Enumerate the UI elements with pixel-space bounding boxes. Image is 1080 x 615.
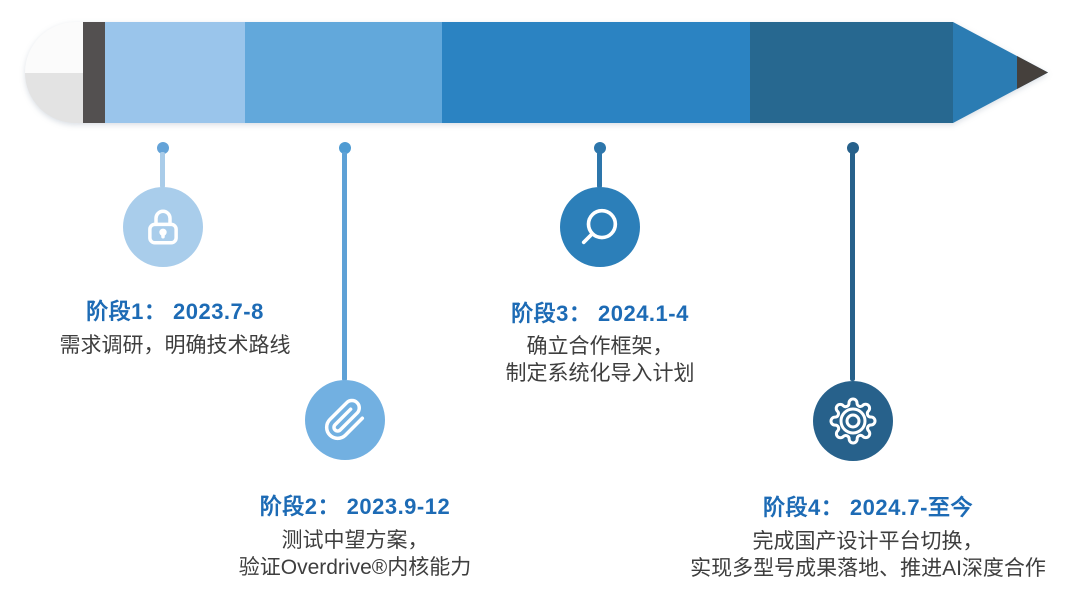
stage-2-description: 测试中望方案， 验证Overdrive®内核能力 xyxy=(190,527,520,581)
stage-3-description: 确立合作框架， 制定系统化导入计划 xyxy=(435,333,765,387)
stage-3-title: 阶段3： 2024.1-4 xyxy=(511,301,689,326)
stage-1-connector-dot xyxy=(157,142,169,154)
stage-3-desc-line-1: 确立合作框架， xyxy=(526,335,674,358)
paperclip-icon xyxy=(324,398,365,441)
stage-4-desc-line-1: 完成国产设计平台切换， xyxy=(752,530,984,553)
stage-1-icon-badge xyxy=(123,187,203,267)
stage-4-connector-dot xyxy=(847,142,859,154)
pencil-segment-3 xyxy=(442,22,750,123)
stage-2-desc-line-2: 验证Overdrive®内核能力 xyxy=(238,556,472,579)
pencil-eraser xyxy=(25,22,83,123)
stage-4-icon-badge xyxy=(813,381,893,461)
pencil-ferrule xyxy=(83,22,105,123)
stage-2-connector-dot xyxy=(339,142,351,154)
stage-3-connector-line xyxy=(597,152,602,188)
stage-4-connector-line xyxy=(850,152,855,381)
stage-2-connector-line xyxy=(342,152,347,381)
stage-3-icon-badge xyxy=(560,187,640,267)
pencil-graphite-point xyxy=(1017,56,1048,89)
gear-icon xyxy=(829,397,877,445)
magnifier-icon xyxy=(581,208,618,245)
pencil-segment-2 xyxy=(245,22,442,123)
lock-icon xyxy=(148,209,178,245)
pencil-graphic xyxy=(25,22,1048,123)
stage-4-desc-line-2: 实现多型号成果落地、推进AI深度合作 xyxy=(690,557,1046,580)
pencil-eraser-bottom xyxy=(25,72,83,123)
stage-1-description: 需求调研，明确技术路线 xyxy=(10,332,340,359)
stage-1-title: 阶段1： 2023.7-8 xyxy=(86,299,264,324)
stage-3-connector-dot xyxy=(594,142,606,154)
stage-1-connector-line xyxy=(160,152,165,188)
pencil-eraser-top xyxy=(25,22,83,73)
stage-2-icon-badge xyxy=(305,380,385,460)
stage-4-title: 阶段4： 2024.7-至今 xyxy=(763,495,973,520)
stage-2-desc-line-1: 测试中望方案， xyxy=(281,529,429,552)
stage-2-title: 阶段2： 2023.9-12 xyxy=(259,494,451,519)
stage-1-desc-line-1: 需求调研，明确技术路线 xyxy=(59,334,291,357)
stage-4-description: 完成国产设计平台切换， 实现多型号成果落地、推进AI深度合作 xyxy=(662,528,1074,582)
pencil-segment-4 xyxy=(750,22,953,123)
pencil-segment-1 xyxy=(105,22,245,123)
stage-3-desc-line-2: 制定系统化导入计划 xyxy=(505,362,695,385)
